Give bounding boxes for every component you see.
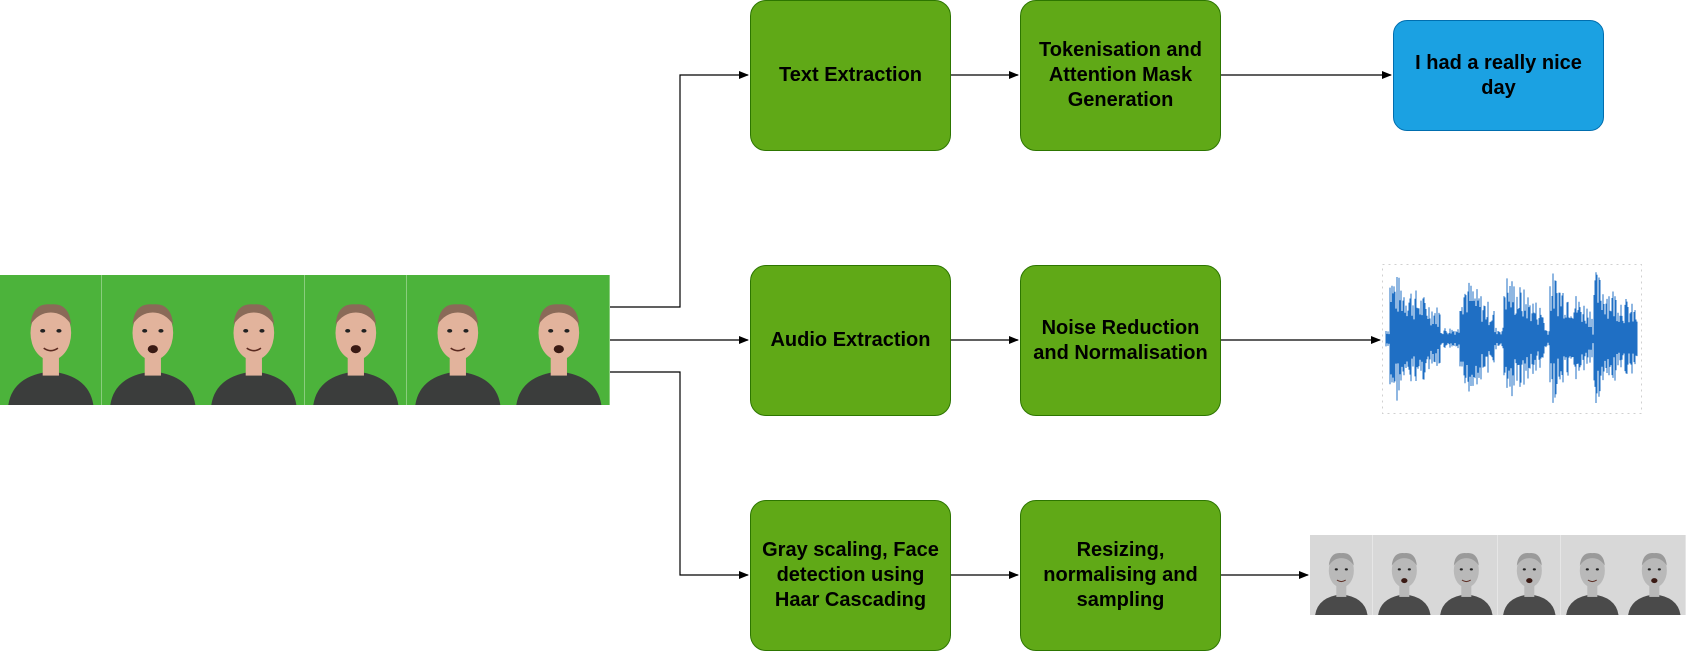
input-video-frames xyxy=(0,275,610,405)
noise-reduction-label: Noise Reduction and Normalisation xyxy=(1033,316,1208,364)
audio-extraction-box: Audio Extraction xyxy=(750,265,951,416)
text-output-label: I had a really nice day xyxy=(1415,51,1582,99)
noise-reduction-box: Noise Reduction and Normalisation xyxy=(1020,265,1221,416)
video-frame xyxy=(406,275,509,405)
video-frame xyxy=(1497,535,1561,615)
arrow-input-to-gray-scaling xyxy=(610,371,749,579)
video-frame xyxy=(203,275,305,405)
text-output-box: I had a really nice day xyxy=(1393,20,1604,131)
video-frame xyxy=(304,275,407,405)
video-frame xyxy=(508,275,610,405)
audio-waveform-icon xyxy=(1382,264,1642,414)
gray-scaling-box: Gray scaling, Face detection using Haar … xyxy=(750,500,951,651)
tokenisation-label: Tokenisation and Attention Mask Generati… xyxy=(1039,39,1202,111)
resizing-box: Resizing, normalising and sampling xyxy=(1020,500,1221,651)
arrow-input-to-text-extraction xyxy=(610,71,749,308)
audio-extraction-label: Audio Extraction xyxy=(770,329,931,351)
video-frame xyxy=(0,275,102,405)
gray-scaling-label: Gray scaling, Face detection using Haar … xyxy=(762,539,939,611)
grayscale-video-frames xyxy=(1310,535,1686,615)
video-frame xyxy=(1372,535,1436,615)
resizing-label: Resizing, normalising and sampling xyxy=(1043,539,1198,611)
video-frame xyxy=(1310,535,1373,615)
waveform-trace xyxy=(1385,272,1638,404)
tokenisation-box: Tokenisation and Attention Mask Generati… xyxy=(1020,0,1221,151)
video-frame xyxy=(101,275,204,405)
text-extraction-box: Text Extraction xyxy=(750,0,951,151)
video-frame xyxy=(1435,535,1498,615)
text-extraction-label: Text Extraction xyxy=(779,64,922,86)
video-frame xyxy=(1560,535,1624,615)
video-frame xyxy=(1623,535,1686,615)
